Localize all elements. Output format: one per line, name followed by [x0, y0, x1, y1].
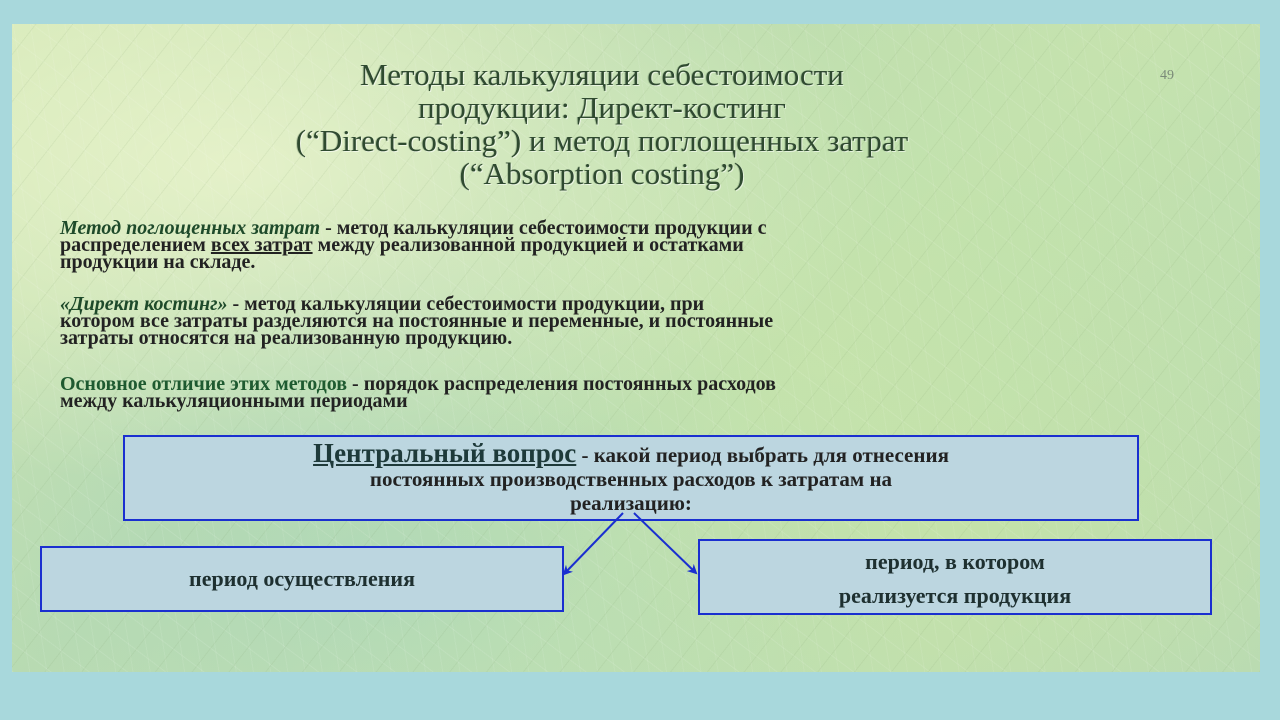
definition-text: - метод калькуляции себестоимости продук…	[227, 293, 705, 315]
sales-period-box: период, в котором реализуется продукция	[698, 539, 1212, 615]
arrow-right	[633, 512, 698, 575]
title-line: (“Absorption costing”)	[459, 156, 745, 191]
sales-period-line: реализуется продукция	[838, 583, 1072, 608]
absorption-costing-term: Метод поглощенных затрат	[60, 217, 321, 239]
central-question-heading: Центральный вопрос	[313, 438, 577, 468]
paragraph-line: затраты относятся на реализованную проду…	[60, 327, 513, 349]
central-question-line: постоянных производственных расходов к з…	[369, 467, 893, 491]
sales-period-line: период, в котором	[865, 549, 1045, 574]
definition-text: - метод калькуляции себестоимости продук…	[320, 217, 767, 239]
absorption-costing-definition: Метод поглощенных затрат - метод калькул…	[60, 217, 1230, 273]
direct-costing-definition: «Директ костинг» - метод калькуляции себ…	[60, 293, 1230, 349]
paragraph-line: Метод поглощенных затрат - метод калькул…	[60, 217, 1230, 239]
definition-text: - порядок распределения постоянных расхо…	[347, 373, 776, 395]
paragraph-line: котором все затраты разделяются на посто…	[60, 310, 774, 332]
paragraph-line: Основное отличие этих методов - порядок …	[60, 373, 1230, 395]
central-question-text: - какой период выбрать для отнесения	[576, 443, 949, 467]
slide: Методы калькуляции себестоимости продукц…	[12, 24, 1260, 672]
central-question-line: Центральный вопрос - какой период выбрат…	[125, 438, 1137, 468]
main-difference-term: Основное отличие этих методов	[60, 373, 348, 395]
paragraph-line: распределением всех затрат между реализо…	[60, 234, 1230, 256]
implementation-period-box: период осуществления	[40, 546, 564, 612]
definition-text: распределением	[60, 234, 211, 256]
central-question-box: Центральный вопрос - какой период выбрат…	[123, 435, 1139, 521]
title-line: (“Direct-costing”) и метод поглощенных з…	[295, 123, 909, 158]
title-line: продукции: Директ-костинг	[418, 90, 786, 125]
paragraph-line: «Директ костинг» - метод калькуляции себ…	[60, 293, 1230, 315]
paragraph-line: между калькуляционными периодами	[60, 390, 408, 412]
main-difference-statement: Основное отличие этих методов - порядок …	[60, 373, 1230, 412]
direct-costing-term: «Директ костинг»	[60, 293, 228, 315]
title-line: Методы калькуляции себестоимости	[360, 57, 844, 92]
page-number: 49	[1160, 68, 1174, 83]
all-costs-emphasis: всех затрат	[210, 234, 313, 256]
arrow-left	[562, 512, 624, 576]
central-question-line: реализацию:	[570, 491, 692, 515]
paragraph-line: продукции на складе.	[60, 251, 256, 273]
slide-title: Методы калькуляции себестоимости продукц…	[132, 58, 1072, 190]
definition-text: между реализованной продукцией и остатка…	[312, 234, 744, 256]
